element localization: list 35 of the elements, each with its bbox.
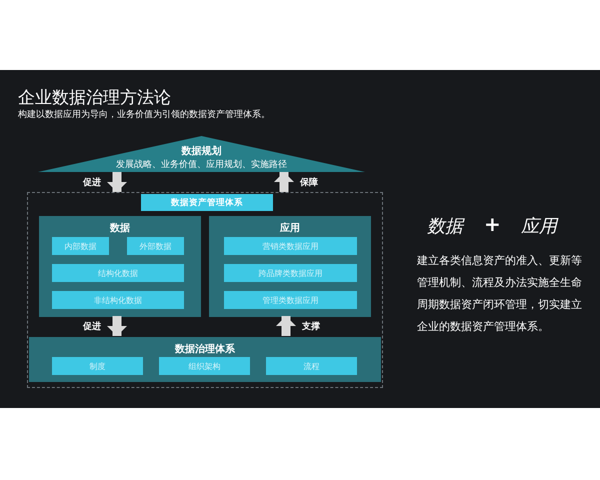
roof-shape [38, 136, 365, 172]
block-arrow [107, 316, 127, 336]
panel [29, 337, 381, 382]
panel-heading: 数据治理体系 [175, 342, 235, 356]
edge-label: 促进 [83, 176, 101, 189]
panel [39, 216, 201, 317]
panel-heading: 应用 [280, 221, 300, 235]
item-box: 结构化数据 [52, 264, 184, 282]
subtitle: 构建以数据应用为导向，业务价值为引领的数据资产管理体系。 [18, 108, 270, 121]
keyword: 数据 [427, 215, 463, 238]
plus-sign: + [484, 212, 501, 236]
heading: 数据规划 [182, 144, 222, 158]
subheading: 发展战略、业务价值、应用规划、实施路径 [116, 158, 287, 171]
item-box: 跨品牌类数据应用 [224, 264, 357, 282]
edge-label: 促进 [83, 320, 101, 333]
item-box: 管理类数据应用 [224, 291, 357, 309]
edge-label: 保障 [300, 176, 318, 189]
panel-heading: 数据 [110, 222, 130, 235]
keyword: 应用 [521, 215, 557, 238]
title: 企业数据治理方法论 [18, 87, 171, 109]
heading-bar: 数据资产管理体系 [141, 194, 273, 211]
item-box: 外部数据 [127, 237, 184, 255]
panel [209, 216, 371, 317]
block-arrow [107, 172, 127, 192]
item-box: 营销类数据应用 [224, 237, 357, 255]
edge-label: 支撑 [302, 320, 320, 333]
block-arrow [274, 172, 294, 192]
item-box: 组织架构 [159, 357, 250, 375]
item-box: 非结构化数据 [52, 291, 184, 309]
item-box: 内部数据 [52, 237, 109, 255]
description: 建立各类信息资产的准入、更新等管理机制、流程及办法实施全生命周期数据资产闭环管理，切实建立企业的数据资产管理体系。 [417, 253, 583, 335]
dashed-frame [27, 192, 383, 388]
item-box: 制度 [52, 357, 143, 375]
item-box: 流程 [266, 357, 357, 375]
block-arrow [276, 316, 296, 336]
